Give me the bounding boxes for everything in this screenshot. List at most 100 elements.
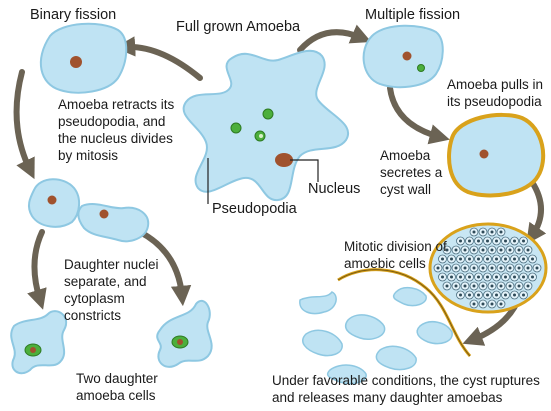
inner-cell-nucleus	[522, 293, 525, 297]
inner-cell-nucleus	[526, 266, 530, 270]
inner-cell-nucleus	[472, 266, 476, 270]
inner-cell-nucleus	[522, 257, 525, 261]
inner-cell-nucleus	[459, 257, 462, 261]
binary-start-cell	[40, 22, 128, 94]
inner-cell-nucleus	[472, 302, 476, 306]
inner-cell-nucleus	[441, 275, 444, 279]
inner-cell-nucleus	[522, 275, 525, 279]
inner-cell-nucleus	[522, 239, 525, 243]
inner-cell-nucleus	[486, 293, 489, 297]
inner-cell-nucleus	[517, 284, 521, 288]
inner-cell-nucleus	[477, 293, 480, 297]
inner-cell-nucleus	[513, 239, 516, 243]
binary-step-separate: Daughter nuclei separate, and cytoplasm …	[64, 257, 159, 323]
multiple-step-mitotic: Mitotic division of amoebic cells	[344, 239, 447, 271]
inner-cell-nucleus	[472, 248, 476, 252]
inner-cell-nucleus	[517, 266, 521, 270]
arrow-center-to-binary	[114, 36, 203, 81]
released-amoebas	[299, 286, 453, 385]
cyst-inner-cells	[433, 227, 542, 309]
binary-step-retract: Amoeba retracts its pseudopodia, and the…	[58, 97, 175, 163]
binary-step-daughters: Two daughter amoeba cells	[76, 371, 158, 403]
inner-cell-nucleus	[454, 248, 458, 252]
inner-cell-nucleus	[454, 266, 458, 270]
multiple-step-release: Under favorable conditions, the cyst rup…	[272, 373, 540, 405]
cyst-cell	[447, 113, 546, 198]
inner-cell-nucleus	[441, 257, 444, 261]
arrow-binary-down	[13, 69, 35, 180]
inner-cell-nucleus	[504, 293, 507, 297]
cyst-mitotic-division	[428, 222, 548, 314]
inner-cell-nucleus	[490, 266, 494, 270]
inner-cell-nucleus	[531, 275, 534, 279]
inner-cell-nucleus	[454, 284, 458, 288]
daughter-cell-left	[10, 310, 67, 375]
inner-cell-nucleus	[490, 284, 494, 288]
inner-cell-nucleus	[468, 275, 471, 279]
inner-cell-nucleus	[436, 266, 440, 270]
inner-cell-nucleus	[490, 230, 494, 234]
inner-cell-nucleus	[481, 230, 485, 234]
inner-cell-nucleus	[481, 248, 485, 252]
inner-cell-nucleus	[481, 266, 485, 270]
inner-cell-nucleus	[495, 239, 498, 243]
inner-cell-nucleus	[477, 239, 480, 243]
label-leaders	[207, 158, 319, 204]
arrow-to-cyst	[387, 85, 450, 145]
arrow-center-to-multiple	[297, 24, 372, 53]
inner-cell-nucleus	[486, 239, 489, 243]
inner-cell-nucleus	[535, 266, 539, 270]
inner-cell-nucleus	[450, 275, 453, 279]
binary-fission-heading: Binary fission	[30, 7, 117, 23]
inner-cell-nucleus	[517, 248, 521, 252]
inner-cell-nucleus	[513, 293, 516, 297]
inner-cell-nucleus	[477, 257, 480, 261]
daughter-cell-right	[156, 299, 213, 368]
inner-cell-nucleus	[508, 248, 512, 252]
inner-cell-nucleus	[450, 257, 453, 261]
inner-cell-nucleus	[445, 284, 449, 288]
inner-cell-nucleus	[504, 257, 507, 261]
arrow-split-left	[27, 229, 47, 310]
inner-cell-nucleus	[468, 293, 471, 297]
nucleus-label: Nucleus	[308, 181, 361, 197]
inner-cell-nucleus	[499, 266, 503, 270]
inner-cell-nucleus	[459, 293, 462, 297]
inner-cell-nucleus	[459, 275, 462, 279]
full-grown-amoeba	[182, 49, 350, 202]
binary-dividing-cell	[27, 178, 150, 243]
inner-cell-nucleus	[472, 230, 476, 234]
inner-cell-nucleus	[459, 239, 462, 243]
inner-cell-nucleus	[468, 239, 471, 243]
inner-cell-nucleus	[463, 266, 467, 270]
inner-cell-nucleus	[513, 257, 516, 261]
pseudopodia-label: Pseudopodia	[212, 201, 297, 217]
inner-cell-nucleus	[526, 284, 530, 288]
inner-cell-nucleus	[477, 275, 480, 279]
arrow-split-right	[137, 229, 192, 307]
nucleus-leader	[290, 159, 319, 182]
inner-cell-nucleus	[526, 248, 530, 252]
inner-cell-nucleus	[499, 284, 503, 288]
arrow-cyst-down	[526, 179, 547, 245]
inner-cell-nucleus	[463, 248, 467, 252]
inner-cell-nucleus	[486, 257, 489, 261]
multiple-fission-heading: Multiple fission	[365, 7, 461, 23]
inner-cell-nucleus	[445, 266, 449, 270]
multiple-start-cell	[362, 24, 444, 89]
inner-cell-nucleus	[499, 248, 503, 252]
inner-cell-nucleus	[508, 266, 512, 270]
multiple-step-secretes: Amoeba secretes a cyst wall	[380, 148, 443, 197]
inner-cell-nucleus	[508, 284, 512, 288]
inner-cell-nucleus	[481, 302, 485, 306]
ruptured-cyst-wall-edge	[337, 269, 471, 357]
inner-cell-nucleus	[495, 257, 498, 261]
inner-cell-nucleus	[513, 275, 516, 279]
inner-cell-nucleus	[481, 284, 485, 288]
inner-cell-nucleus	[531, 257, 534, 261]
inner-cell-nucleus	[468, 257, 471, 261]
inner-cell-nucleus	[486, 275, 489, 279]
inner-cell-nucleus	[495, 275, 498, 279]
